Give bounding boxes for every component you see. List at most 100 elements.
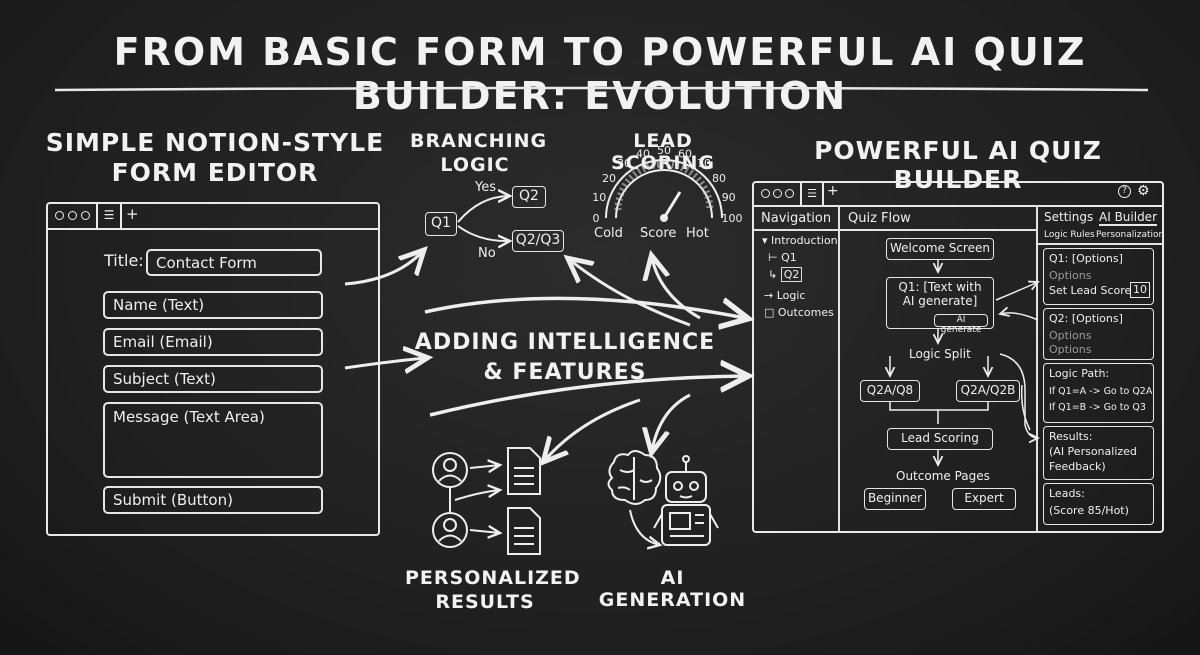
document-tab-icon[interactable]: ☰ xyxy=(800,183,824,205)
gauge-tick-label: 100 xyxy=(722,212,743,225)
gear-icon[interactable]: ⚙ xyxy=(1137,183,1150,199)
settings-tabs-underline xyxy=(1038,243,1162,245)
card-q1-options[interactable]: Q1: [Options] Options Set Lead Score 10 xyxy=(1043,248,1154,305)
tab-logic-rules[interactable]: Logic Rules xyxy=(1044,230,1095,240)
leads-line1: Leads: xyxy=(1049,487,1085,500)
ai-generation-heading: AI GENERATION xyxy=(598,567,747,611)
middle-heading-line2: & FEATURES xyxy=(483,360,647,385)
results-line1: Results: xyxy=(1049,430,1093,443)
quiz-builder-titlebar: ☰ + ? ⚙ xyxy=(754,183,1162,207)
window-dot-icon[interactable] xyxy=(55,211,64,220)
form-title-label: Title: xyxy=(104,251,144,270)
gauge-cold-label: Cold xyxy=(594,226,623,241)
gauge-hot-label: Hot xyxy=(686,226,709,241)
nav-item-q1[interactable]: ⊢ Q1 xyxy=(768,251,797,264)
window-dot-icon[interactable] xyxy=(68,211,77,220)
branch-node-q1: Q1 xyxy=(425,212,457,236)
flow-outcome-pages: Outcome Pages xyxy=(896,469,990,483)
lead-score-gauge xyxy=(605,159,723,222)
branch-no-line xyxy=(457,225,510,241)
card-q2-title: Q2: [Options] xyxy=(1049,312,1123,325)
card-q2-options[interactable]: Q2: [Options] Options Options xyxy=(1043,308,1154,360)
nav-item-label: Outcomes xyxy=(777,306,834,319)
personalized-heading-line2: RESULTS xyxy=(435,591,535,613)
branch-no-label: No xyxy=(478,246,496,261)
arrow-to-ai xyxy=(652,393,691,450)
arrow-to-personalized xyxy=(545,398,641,460)
flow-beginner[interactable]: Beginner xyxy=(864,488,926,510)
form-field-email[interactable]: Email (Email) xyxy=(103,328,323,356)
left-heading-line1: SIMPLE NOTION-STYLE xyxy=(45,128,385,157)
nav-item-label: Logic xyxy=(776,289,806,302)
branch-yes-label: Yes xyxy=(475,180,496,195)
help-icon[interactable]: ? xyxy=(1118,185,1131,198)
page-title: FROM BASIC FORM TO POWERFUL AI QUIZ BUIL… xyxy=(113,30,1087,118)
arrow-sweep-1 xyxy=(424,296,745,318)
arrow-form-to-logic xyxy=(344,252,422,286)
new-tab-icon[interactable]: + xyxy=(827,183,839,199)
nav-item-logic[interactable]: → Logic xyxy=(764,289,806,302)
card-q1-lead-label: Set Lead Score xyxy=(1049,284,1132,297)
flow-logic-split: Logic Split xyxy=(909,347,971,361)
tab-ai-builder[interactable]: AI Builder xyxy=(1099,210,1158,226)
nav-item-label: Introduction xyxy=(771,234,838,247)
left-heading-line2: FORM EDITOR xyxy=(111,158,319,187)
gauge-tick-label: 20 xyxy=(602,172,616,185)
logic-path-rule-1: If Q1=A -> Go to Q2A xyxy=(1049,386,1153,397)
card-logic-path[interactable]: Logic Path: If Q1=A -> Go to Q2A If Q1=B… xyxy=(1043,363,1154,423)
nav-title: Navigation xyxy=(761,211,832,226)
form-field-subject[interactable]: Subject (Text) xyxy=(103,365,323,393)
card-q1-options-text: Options xyxy=(1049,269,1092,282)
card-q2-option-1: Options xyxy=(1049,329,1092,342)
document-tab-icon[interactable]: ☰ xyxy=(96,204,122,228)
nav-divider xyxy=(838,205,840,531)
leads-line2: (Score 85/Hot) xyxy=(1049,504,1129,517)
card-leads[interactable]: Leads: (Score 85/Hot) xyxy=(1043,483,1154,525)
gauge-tick-label: 40 xyxy=(636,147,650,160)
flow-title-underline xyxy=(840,229,1036,231)
nav-item-label: Q1 xyxy=(781,251,797,264)
nav-item-introduction[interactable]: ▾ Introduction xyxy=(762,234,838,247)
ai-generation-icon xyxy=(607,450,719,545)
window-dot-icon[interactable] xyxy=(761,189,770,198)
nav-item-q2[interactable]: ↳ Q2 xyxy=(768,267,803,282)
card-q2-option-2: Options xyxy=(1049,343,1092,356)
flow-welcome-screen[interactable]: Welcome Screen xyxy=(886,238,994,260)
form-editor-titlebar: ☰ + xyxy=(48,204,378,230)
tab-settings[interactable]: Settings xyxy=(1044,210,1094,224)
nav-item-outcomes[interactable]: □ Outcomes xyxy=(764,306,834,319)
branching-heading-line2: LOGIC xyxy=(440,154,510,176)
flow-expert[interactable]: Expert xyxy=(952,488,1016,510)
logic-path-title: Logic Path: xyxy=(1049,367,1110,380)
form-field-name[interactable]: Name (Text) xyxy=(103,291,323,319)
tab-personalization[interactable]: Personalization xyxy=(1096,230,1165,240)
gauge-tick-label: 50 xyxy=(657,144,671,157)
form-title-input[interactable]: Contact Form xyxy=(146,249,322,276)
window-dot-icon[interactable] xyxy=(785,189,794,198)
flow-connectors xyxy=(890,259,1038,465)
gauge-tick-label: 90 xyxy=(722,191,736,204)
nav-title-underline xyxy=(754,229,838,231)
nav-item-label: Q2 xyxy=(780,267,803,282)
logic-path-rule-2: If Q1=B -> Go to Q3 xyxy=(1049,402,1146,413)
window-dot-icon[interactable] xyxy=(81,211,90,220)
ai-generate-button[interactable]: AI generate xyxy=(934,314,988,335)
form-field-submit[interactable]: Submit (Button) xyxy=(103,486,323,514)
branching-heading-line1: BRANCHING xyxy=(410,130,548,152)
gauge-tick-label: 10 xyxy=(592,191,606,204)
flow-q1-text1: Q1: [Text with xyxy=(898,280,982,294)
window-dot-icon[interactable] xyxy=(773,189,782,198)
flow-lead-scoring[interactable]: Lead Scoring xyxy=(887,428,993,450)
form-field-message[interactable]: Message (Text Area) xyxy=(103,402,323,478)
flow-q1-text2: AI generate] xyxy=(902,294,978,308)
arrow-to-branching xyxy=(570,260,691,327)
new-tab-icon[interactable]: + xyxy=(126,205,139,223)
flow-title: Quiz Flow xyxy=(848,211,911,226)
lead-score-input[interactable]: 10 xyxy=(1130,282,1150,298)
right-heading: POWERFUL AI QUIZ BUILDER xyxy=(814,136,1102,194)
card-results[interactable]: Results: (AI Personalized Feedback) xyxy=(1043,426,1154,480)
results-line3: Feedback) xyxy=(1049,460,1106,473)
flow-q1-node[interactable]: Q1: [Text with AI generate] xyxy=(886,277,994,329)
